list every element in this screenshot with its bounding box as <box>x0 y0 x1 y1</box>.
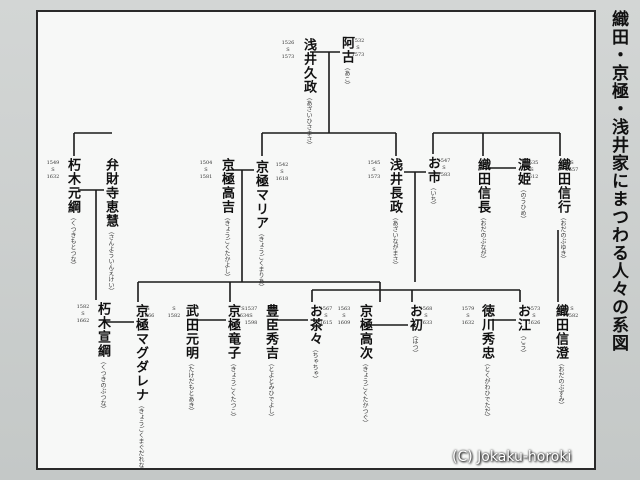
person-name: 織田信行 <box>555 158 570 214</box>
person-reading: （くつきもとつな） <box>69 214 76 268</box>
person-takatsugu: 京極高次（きょうごくたかつぐ） <box>355 304 374 426</box>
person-nohime: 濃姫（のうひめ） <box>513 158 532 222</box>
person-name: 朽木元綱 <box>65 158 80 214</box>
person-chacha: お茶々（ちゃちゃ） <box>305 304 324 382</box>
person-name: 織田信澄 <box>553 304 568 360</box>
person-name: お市 <box>425 156 440 184</box>
person-name: 京極高次 <box>357 304 372 360</box>
person-reading: （ごう） <box>519 332 526 356</box>
person-go: お江（ごう） <box>513 304 532 356</box>
person-reading: （きょうごくまりあ） <box>257 230 264 290</box>
person-reading: （きょうごくたつこ） <box>229 360 236 420</box>
person-reading: （のうひめ） <box>519 186 526 222</box>
photo-credit: (C) Jokaku-horoki <box>452 449 572 465</box>
person-name: お茶々 <box>307 304 322 346</box>
person-tatsuko: 京極竜子（きょうごくたつこ） <box>223 304 242 420</box>
person-reading: （ちゃちゃ） <box>311 346 318 382</box>
person-kutsuki_m: 朽木元綱（くつきもとつな） <box>63 158 82 268</box>
person-maria: 京極マリア（きょうごくまりあ） <box>251 160 270 290</box>
person-nobuyuki: 織田信行（おだのぶゆき） <box>553 158 572 262</box>
person-nagamasa: 浅井長政（あざいながまさ） <box>385 158 404 268</box>
person-reading: （あざいながまさ） <box>391 214 398 268</box>
person-reading: （おだのぶずみ） <box>557 360 564 408</box>
person-reading: （おだのぶなが） <box>479 214 486 262</box>
person-name: 朽木宣綱 <box>95 302 110 358</box>
person-nobuzumi: 織田信澄（おだのぶずみ） <box>551 304 570 408</box>
person-name: 豊臣秀吉 <box>263 304 278 360</box>
person-name: 京極マリア <box>253 160 268 230</box>
person-nagamasa_f: 浅井久政（あざいひさまさ） <box>299 38 318 148</box>
person-kutsuki_n: 朽木宣綱（くつきのぶつな） <box>93 302 112 412</box>
person-reading: （いち） <box>429 184 436 208</box>
person-name: 京極竜子 <box>225 304 240 360</box>
person-reading: （とくがわひでただ） <box>483 360 490 420</box>
person-name: 徳川秀忠 <box>479 304 494 360</box>
person-name: 阿古 <box>339 36 354 64</box>
genealogy-board <box>36 10 596 470</box>
person-hidetada: 徳川秀忠（とくがわひでただ） <box>477 304 496 420</box>
person-ako: 阿古（あこ） <box>337 36 356 88</box>
person-name: 浅井久政 <box>301 38 316 94</box>
person-name: 織田信長 <box>475 158 490 214</box>
person-name: 京極マグダレナ <box>133 304 148 402</box>
person-reading: （とよとみひでよし） <box>267 360 274 420</box>
person-name: 京極高吉 <box>219 158 234 214</box>
person-reading: （きょうごくたかつぐ） <box>361 360 368 426</box>
person-reading: （たけだもとあき） <box>187 360 194 414</box>
person-takeda: 武田元明（たけだもとあき） <box>181 304 200 414</box>
person-kyogoku_t: 京極高吉（きょうごくたかよし） <box>217 158 236 280</box>
person-name: お江 <box>515 304 530 332</box>
person-reading: （さんよういんえけい） <box>107 228 114 294</box>
person-reading: （おだのぶゆき） <box>559 214 566 262</box>
person-nobunaga: 織田信長（おだのぶなが） <box>473 158 492 262</box>
person-name: 弁財寺恵慧 <box>103 158 118 228</box>
person-reading: （くつきのぶつな） <box>99 358 106 412</box>
person-reading: （きょうごくまぐだれな） <box>137 402 144 474</box>
person-hideyoshi: 豊臣秀吉（とよとみひでよし） <box>261 304 280 420</box>
person-reading: （あこ） <box>343 64 350 88</box>
person-reading: （きょうごくたかよし） <box>223 214 230 280</box>
person-name: お初 <box>407 304 422 332</box>
person-name: 武田元明 <box>183 304 198 360</box>
person-ebisu: 弁財寺恵慧（さんよういんえけい） <box>101 158 120 294</box>
page-title: 織田・京極・浅井家にまつわる人々の系図 <box>608 10 628 352</box>
person-name: 浅井長政 <box>387 158 402 214</box>
person-name: 濃姫 <box>515 158 530 186</box>
person-magdalena: 京極マグダレナ（きょうごくまぐだれな） <box>131 304 150 474</box>
person-oichi: お市（いち） <box>423 156 442 208</box>
person-reading: （はつ） <box>411 332 418 356</box>
person-ohatsu: お初（はつ） <box>405 304 424 356</box>
person-reading: （あざいひさまさ） <box>305 94 312 148</box>
